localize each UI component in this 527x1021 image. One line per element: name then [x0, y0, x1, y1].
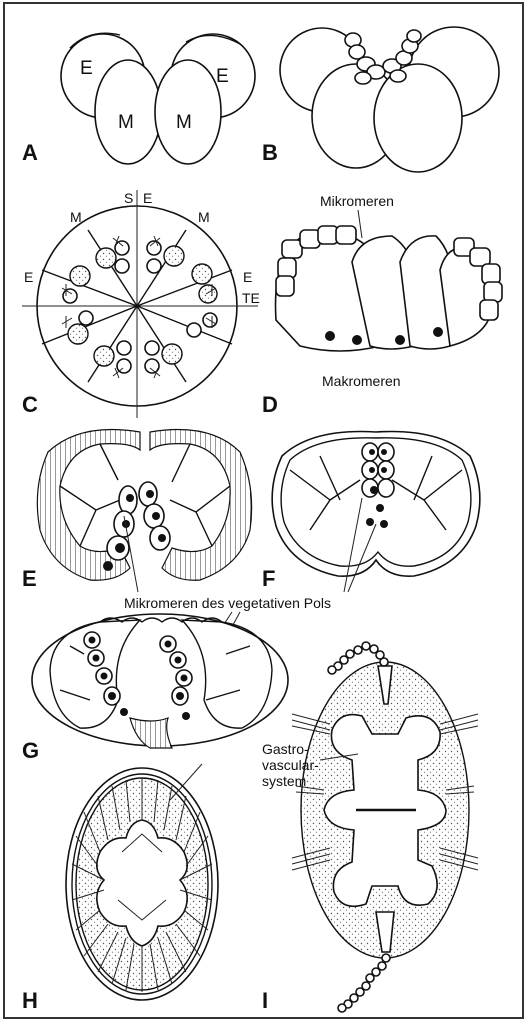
label-vegetative-pole: Mikromeren des vegetativen Pols [124, 595, 331, 611]
cell-label-e-right: E [216, 66, 229, 87]
panel-letter-c: C [22, 392, 38, 417]
label-mikromeren: Mikromeren [320, 193, 394, 209]
panel-d: Mikromeren Makromeren D [262, 193, 502, 417]
cell-label-m-right: M [176, 112, 192, 133]
label-gastro-3: system [262, 773, 306, 789]
axis-label-s: S [124, 190, 133, 206]
panel-letter-b: B [262, 140, 278, 165]
panel-e: E [22, 430, 252, 592]
panel-letter-a: A [22, 140, 38, 165]
cell-label-m-left: M [118, 112, 134, 133]
label-gastro-1: Gastro- [262, 741, 309, 757]
panel-b: B [262, 27, 499, 172]
cell-label-m-top-right: M [198, 209, 210, 225]
panel-letter-g: G [22, 738, 39, 763]
panel-h: H [22, 764, 218, 1013]
cell-label-e-left: E [80, 58, 93, 79]
axis-label-te: TE [242, 290, 260, 306]
panel-letter-f: F [262, 566, 275, 591]
label-makromeren: Makromeren [322, 373, 401, 389]
panel-i: Gastro- vascular- system I [262, 642, 478, 1013]
label-gastro-2: vascular- [262, 757, 319, 773]
axis-label-e-top: E [143, 190, 152, 206]
panel-letter-h: H [22, 988, 38, 1013]
panel-c: S E M M E E TE C [22, 190, 260, 418]
cell-label-e-mid-right: E [243, 269, 252, 285]
panel-g: G [22, 614, 288, 763]
panel-a: E M M E A [22, 33, 255, 165]
cell-label-m-top-left: M [70, 209, 82, 225]
panel-letter-i: I [262, 988, 268, 1013]
panel-letter-d: D [262, 392, 278, 417]
panel-letter-e: E [22, 566, 37, 591]
cell-label-e-mid-left: E [24, 269, 33, 285]
panel-f: F [262, 432, 480, 592]
tentacle-bottom [338, 954, 390, 1012]
